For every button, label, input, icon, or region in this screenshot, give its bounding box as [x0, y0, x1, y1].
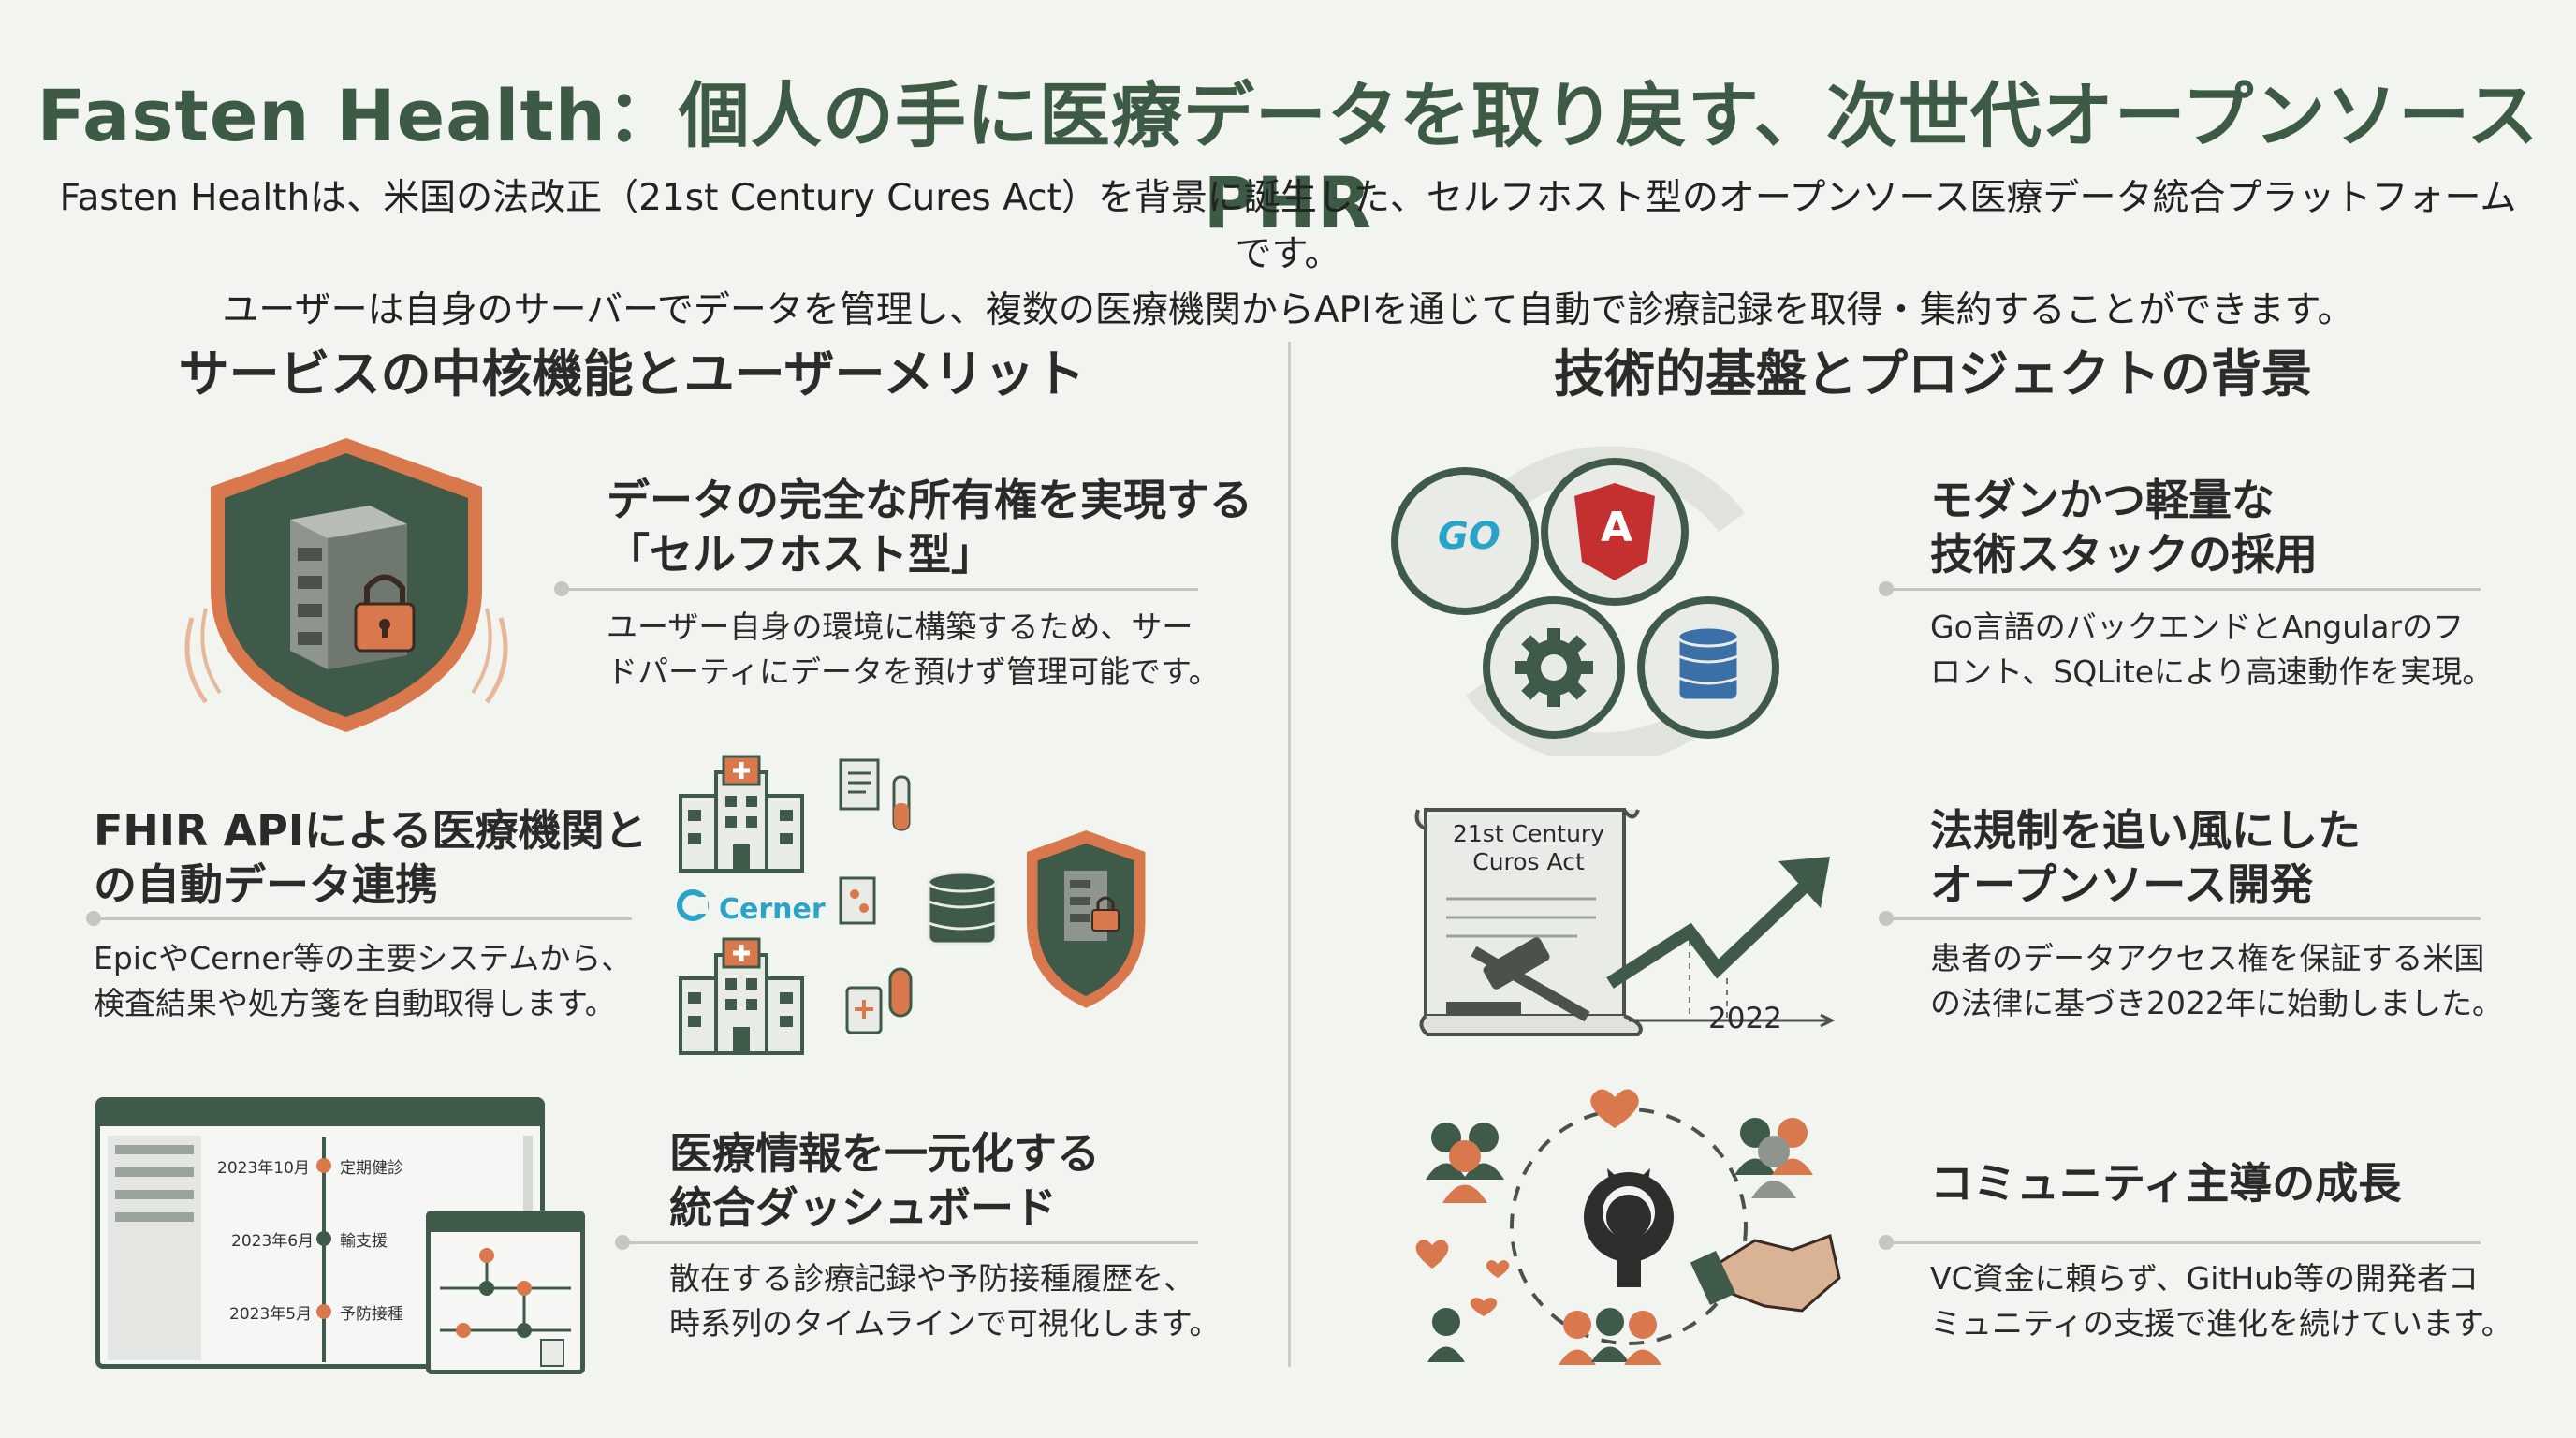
community-title: コミュニティ主導の成長 — [1930, 1158, 2402, 1209]
github-icon — [1584, 1168, 1674, 1287]
timeline-date-2: 2023年6月 — [231, 1232, 315, 1251]
feature-self-host-title: データの完全な所有権を実現する 「セルフホスト型」 — [607, 475, 1252, 580]
feature-fhir-title: FHIR APIによる医療機関と の自動データ連携 — [94, 805, 648, 910]
left-section-title: サービスの中核機能とユーザーメリット — [178, 345, 1086, 404]
database-icon — [927, 871, 998, 946]
feature-self-host-connector — [554, 581, 1198, 596]
gavel-icon — [1446, 937, 1590, 1022]
open-source-title: 法規制を追い風にした オープンソース開発 — [1930, 805, 2361, 910]
tech-stack-cycle-illustration — [1391, 446, 1779, 756]
timeline-graph-icon — [440, 1248, 571, 1367]
feature-fhir-connector — [86, 911, 632, 926]
community-desc: VC資金に頼らず、GitHub等の開発者コ ミュニティの支援で進化を続けています… — [1930, 1260, 2512, 1342]
cerner-logo: Cerner — [719, 893, 826, 926]
timeline-event-1: 定期健診 — [340, 1159, 403, 1178]
feature-fhir-desc: EpicやCerner等の主要システムから、 検査結果や処方箋を自動取得します。 — [94, 940, 633, 1021]
cures-act-scroll-label: 21st Century Curos Act — [1453, 820, 1604, 875]
angular-logo-label: A — [1601, 504, 1633, 551]
law-growth-illustration — [1414, 808, 1836, 1036]
feature-self-host-desc: ユーザー自身の環境に構築するため、サー ドパーティにデータを預けず管理可能です。 — [607, 609, 1220, 690]
people-group-right-top — [1734, 1118, 1813, 1198]
go-logo-icon — [1391, 467, 1539, 615]
intro-line-2: ユーザーは自身のサーバーでデータを管理し、複数の医療機関からAPIを通じて自動で… — [222, 289, 2354, 331]
window-titlebar — [100, 1102, 540, 1126]
community-illustration — [1415, 1089, 1841, 1365]
community-connector — [1879, 1235, 2481, 1250]
mobile-dashboard-window — [426, 1211, 585, 1374]
open-source-connector — [1879, 911, 2481, 926]
timeline-event-3: 予防接種 — [340, 1305, 403, 1324]
open-source-desc: 患者のデータアクセス権を保証する米国 の法律に基づき2022年に始動しました。 — [1930, 940, 2503, 1021]
feature-dashboard-title: 医療情報を一元化する 統合ダッシュボード — [669, 1128, 1100, 1233]
intro-text: Fasten Healthは、米国の法改正（21st Century Cures… — [56, 170, 2520, 339]
timeline-event-2: 輸支援 — [340, 1232, 388, 1251]
tech-stack-connector — [1879, 581, 2481, 596]
tech-stack-title: モダンかつ軽量な 技術スタックの採用 — [1930, 475, 2318, 580]
center-divider — [1288, 342, 1291, 1367]
right-section-title: 技術的基盤とプロジェクトの背景 — [1554, 345, 2312, 404]
go-logo-label: GO — [1438, 515, 1500, 558]
people-group-left-top — [1426, 1123, 1504, 1203]
feature-dashboard-connector — [615, 1235, 1198, 1250]
shield-server-icon — [184, 438, 508, 732]
people-group-bottom — [1427, 1308, 1661, 1365]
fhir-integration-illustration — [677, 755, 1146, 1055]
page-title: Fasten Health：個人の手に医療データを取り戻す、次世代オープンソース… — [37, 74, 2539, 244]
handshake-icon — [1690, 1233, 1841, 1313]
feature-dashboard-desc: 散在する診療記録や予防接種履歴を、 時系列のタイムラインで可視化します。 — [669, 1260, 1221, 1342]
hospital-icon — [679, 755, 804, 873]
tech-stack-desc: Go言語のバックエンドとAngularのフ ロント、SQLiteにより高速動作を… — [1930, 609, 2494, 690]
timeline-date-1: 2023年10月 — [217, 1159, 310, 1178]
timeline-date-3: 2023年5月 — [229, 1305, 313, 1324]
year-label: 2022 — [1708, 1002, 1782, 1035]
dashboard-sidebar — [108, 1136, 201, 1360]
intro-line-1: Fasten Healthは、米国の法改正（21st Century Cures… — [59, 177, 2517, 275]
